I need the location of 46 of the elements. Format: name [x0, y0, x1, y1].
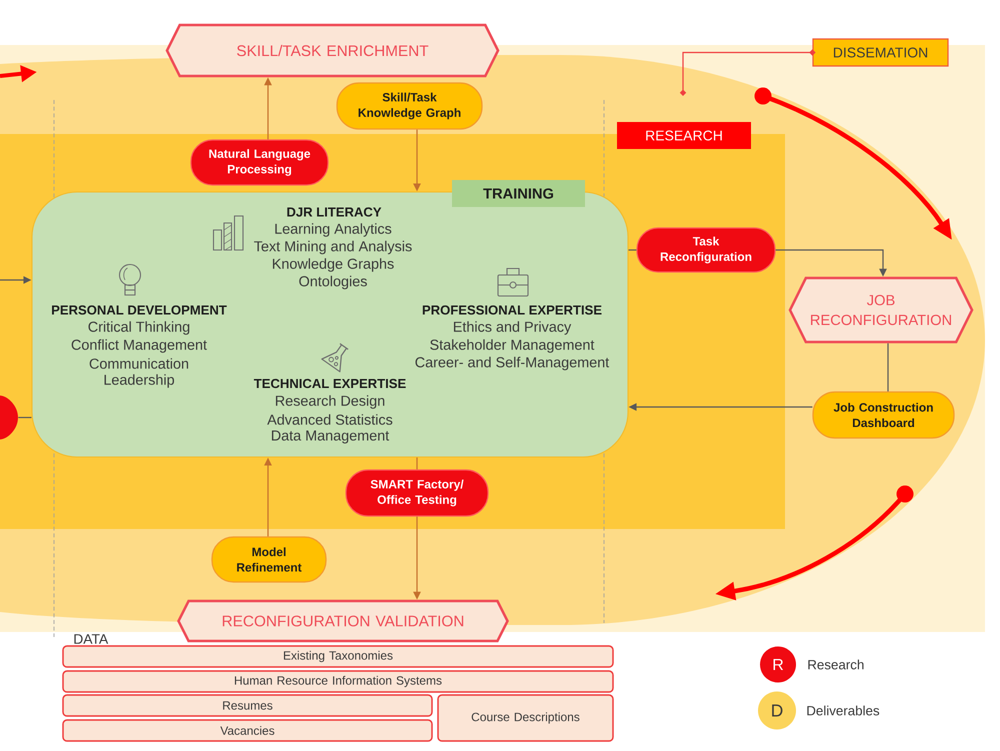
process-pill: SMART Factory/ Office Testing — [345, 469, 489, 517]
list-item: Career- and Self-Management — [415, 356, 610, 370]
list-item: Conflict Management — [72, 339, 207, 353]
list-item: Ontologies — [299, 276, 367, 290]
hexagon-banner: SKILL/TASK ENRICHMENT — [166, 24, 500, 78]
list-item: Ethics and Privacy — [454, 321, 572, 335]
list-item: Advanced Statistics — [267, 414, 392, 425]
hexagon-banner: RECONFIGURATION VALIDATION — [177, 600, 509, 642]
section-heading: PERSONAL DEVELOPMENT — [52, 305, 227, 315]
swatch-letter: R — [774, 659, 784, 670]
cut-off-pill — [0, 396, 18, 440]
swatch-letter: D — [772, 704, 782, 716]
connector-line — [18, 416, 32, 418]
process-pill: Job Construction Dashboard — [812, 391, 955, 439]
list-item: Knowledge Graphs — [272, 258, 394, 272]
section-tag: RESEARCH — [617, 122, 751, 149]
list-item: Text Mining and Analysis — [254, 240, 412, 254]
list-item: Leadership — [104, 374, 174, 388]
connector-line — [628, 249, 636, 251]
data-box: Vacancies — [62, 719, 433, 742]
list-item: Critical Thinking — [88, 321, 190, 335]
process-pill: Task Reconfiguration — [636, 227, 776, 273]
hexagon-banner: JOB RECONFIGURATION — [788, 276, 974, 344]
connector-line — [416, 458, 418, 470]
section-heading: DJR LITERACY — [287, 207, 382, 217]
process-pill: Skill/Task Knowledge Graph — [336, 82, 483, 130]
data-box: Human Resource Information Systems — [62, 670, 614, 693]
section-heading: PROFESSIONAL EXPERTISE — [422, 305, 602, 315]
connector-line — [887, 343, 889, 392]
process-pill: Model Refinement — [211, 536, 327, 583]
legend-label: Research — [808, 660, 864, 670]
list-item: Stakeholder Management — [430, 339, 594, 353]
data-box: Existing Taxonomies — [62, 645, 614, 668]
list-item: Learning Analytics — [275, 223, 392, 237]
list-item: Research Design — [276, 395, 384, 409]
leader-line — [680, 49, 816, 96]
legend-label: Deliverables — [807, 706, 880, 716]
data-box: Resumes — [62, 694, 433, 717]
section-heading: TECHNICAL EXPERTISE — [254, 378, 406, 388]
list-item: Data Management — [272, 430, 390, 444]
label-box: DISSEMATION — [812, 38, 949, 67]
section-label: DATA — [74, 634, 108, 644]
data-box: Course Descriptions — [437, 694, 614, 742]
list-item: Communication — [90, 358, 188, 369]
panel-tab: TRAINING — [452, 180, 585, 207]
process-pill: Natural Language Processing — [190, 139, 329, 186]
